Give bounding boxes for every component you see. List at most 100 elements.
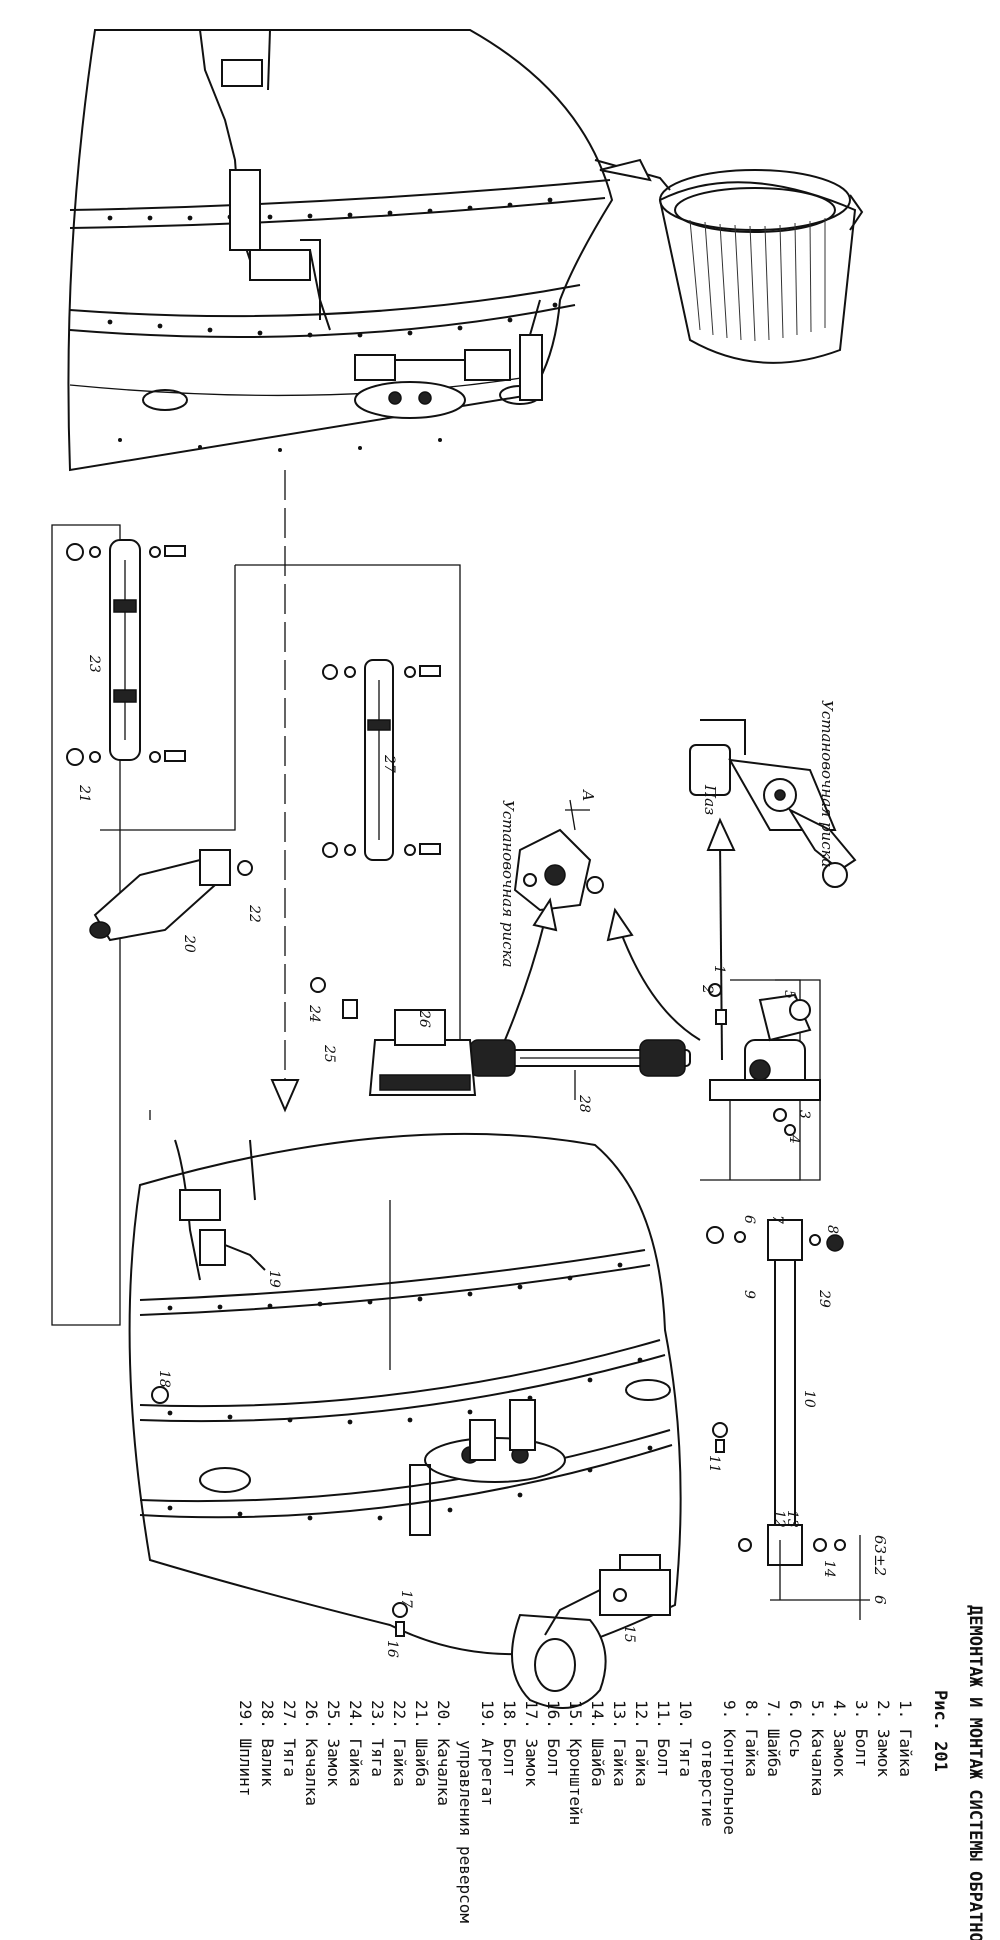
label-19: 19 — [266, 1270, 282, 1288]
legend-item: 6. Ось — [786, 1700, 805, 1758]
label-27: 27 — [381, 754, 397, 773]
rod-23-assembly — [66, 539, 186, 766]
label-26: 26 — [416, 1009, 432, 1028]
figure-number: Рис. 201 — [930, 1690, 950, 1772]
dimension-6: 6 — [871, 1595, 889, 1605]
legend-item: 4. Замок — [830, 1700, 849, 1777]
top-nacelle-view — [67, 29, 614, 472]
label-11: 11 — [706, 1455, 722, 1473]
legend-item: 7. Шайба — [764, 1700, 783, 1777]
bottom-nacelle-view — [128, 1132, 728, 1709]
fitting-mark-a — [513, 799, 604, 912]
legend-item-label: 4. Замок — [830, 1700, 849, 1777]
dimension-63: 63±2 — [871, 1535, 889, 1576]
label-12: 12 — [771, 1510, 787, 1528]
label-14: 14 — [821, 1560, 837, 1578]
legend-item-label: 7. Шайба — [764, 1700, 783, 1777]
legend-item-label: 12. Гайка — [632, 1700, 651, 1787]
legend-item: 13. Гайка — [610, 1700, 629, 1787]
legend-item-label: 22. Гайка — [390, 1700, 409, 1787]
label-13: 13 — [784, 1510, 800, 1528]
label-21: 21 — [76, 784, 92, 803]
label-20: 20 — [181, 934, 197, 953]
legend-item-label: 26. Качалка — [302, 1700, 321, 1806]
legend-item-label: 5. Качалка — [808, 1700, 827, 1796]
label-28: 28 — [576, 1094, 592, 1113]
legend-item: 1. Гайка — [896, 1700, 915, 1777]
legend-item: 15. Кронштейн — [566, 1700, 585, 1825]
legend-item-label: 8. Гайка — [742, 1700, 761, 1777]
label-9: 9 — [741, 1290, 757, 1299]
rod-27-assembly — [322, 659, 441, 861]
legend-item: 5. Качалка — [808, 1700, 827, 1796]
legend-item: 18. Болт — [500, 1700, 519, 1777]
legend-item-label: 29. Шплинт — [236, 1700, 255, 1796]
label-4: 4 — [786, 1134, 802, 1144]
legend-item-label: 6. Ось — [786, 1700, 805, 1758]
legend-item-label: 10. Тяга — [676, 1700, 695, 1777]
legend-item-label: 21. Шайба — [412, 1700, 431, 1787]
legend-item-label: 18. Болт — [500, 1700, 519, 1777]
legend-item: 12. Гайка — [632, 1700, 651, 1787]
rod-10-assembly — [706, 1219, 870, 1620]
legend-item-label: 24. Гайка — [346, 1700, 365, 1787]
label-6: 6 — [741, 1215, 757, 1224]
legend-item: 27. Тяга — [280, 1700, 299, 1777]
legend-item: 22. Гайка — [390, 1700, 409, 1787]
label-23: 23 — [86, 654, 102, 673]
legend-item: 10. Тяга — [676, 1700, 695, 1777]
rocker-26 — [310, 977, 477, 1096]
legend-item: 3. Болт — [852, 1700, 871, 1767]
label-24: 24 — [306, 1004, 322, 1023]
shaft-28 — [469, 1039, 691, 1077]
label-7: 7 — [769, 1215, 785, 1224]
rivet-row-bottom — [167, 1262, 653, 1521]
legend-item-label-cont: управления реверсом — [456, 1740, 475, 1923]
label-17: 17 — [398, 1590, 414, 1608]
legend-item: 8. Гайка — [742, 1700, 761, 1777]
drawing-title: ДЕМОНТАЖ И МОНТАЖ СИСТЕМЫ ОБРАТНОЙ СВЯЗИ — [965, 1605, 987, 1940]
legend-item: 16. Болт — [544, 1700, 563, 1777]
drawing-callouts: Установочная риска Установочная риска Па… — [499, 700, 889, 1605]
label-10: 10 — [801, 1390, 817, 1408]
label-1: 1 — [711, 965, 727, 974]
legend-item: 24. Гайка — [346, 1700, 365, 1787]
legend-item: 2. Замок — [874, 1700, 893, 1777]
legend-item: 17. Замок — [522, 1700, 541, 1787]
label-29: 29 — [816, 1289, 832, 1308]
legend-item-label: 1. Гайка — [896, 1700, 915, 1777]
assembly-leader-lines — [51, 470, 801, 1370]
legend-item-label: 20. Качалка — [434, 1700, 453, 1806]
legend-item-label: 25. Замок — [324, 1700, 343, 1787]
part-labels: 1 2 3 4 5 6 7 8 9 10 11 12 13 14 15 16 1… — [76, 654, 840, 1658]
installation-mark-middle: Установочная риска — [499, 800, 517, 968]
legend-item: 28. Валик — [258, 1700, 277, 1787]
legend-item: 20. Качалка — [434, 1700, 453, 1806]
legend-item: 23. Тяга — [368, 1700, 387, 1777]
slot-label: Паз — [701, 784, 719, 815]
legend-item-label: 19. Агрегат — [478, 1700, 497, 1806]
rocker-5-bracket — [708, 979, 821, 1181]
legend-item-label: 2. Замок — [874, 1700, 893, 1777]
legend-item-label: 16. Болт — [544, 1700, 563, 1777]
basket-detail — [594, 158, 864, 364]
label-2: 2 — [699, 984, 715, 994]
legend-item: 29. Шплинт — [236, 1700, 255, 1796]
label-3: 3 — [796, 1110, 812, 1119]
legend-item-label: 3. Болт — [852, 1700, 871, 1767]
legend-item-label: 14. Шайба — [588, 1700, 607, 1787]
legend-item-label: 9. Контрольное — [720, 1700, 739, 1835]
label-25: 25 — [321, 1044, 337, 1063]
rocker-slot-detail — [689, 719, 857, 888]
view-a-label: А — [579, 789, 597, 801]
rocker-20 — [89, 849, 253, 942]
legend-item: 25. Замок — [324, 1700, 343, 1787]
legend-item: 11. Болт — [654, 1700, 673, 1777]
legend-item-label: 28. Валик — [258, 1700, 277, 1787]
label-16: 16 — [384, 1640, 400, 1658]
legend-item: 21. Шайба — [412, 1700, 431, 1787]
label-5: 5 — [781, 990, 797, 999]
legend-item-label: 27. Тяга — [280, 1700, 299, 1777]
label-15: 15 — [621, 1625, 637, 1643]
